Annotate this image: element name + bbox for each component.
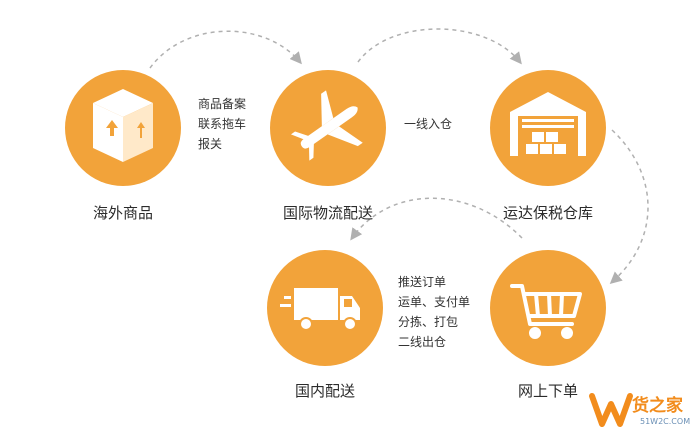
arrow-order-to-domestic bbox=[350, 197, 523, 241]
arrow-intl-to-bonded bbox=[357, 28, 522, 65]
watermark-url: 51W2C.COM bbox=[640, 417, 691, 426]
node-label-bonded: 运达保税仓库 bbox=[502, 204, 594, 222]
warehouse-icon bbox=[510, 92, 586, 156]
edge-label-line: 商品备案 bbox=[198, 97, 247, 111]
edge-label-e4: 推送订单 运单、支付单 分拣、打包 二线出仓 bbox=[398, 272, 470, 352]
edge-label-line: 推送订单 bbox=[398, 275, 447, 289]
node-intl bbox=[270, 70, 386, 186]
edge-label-line: 运单、支付单 bbox=[398, 295, 471, 309]
node-label-order: 网上下单 bbox=[517, 382, 579, 400]
watermark-logo: 货之家 51W2C.COM bbox=[588, 384, 698, 438]
arrow-overseas-to-intl bbox=[149, 30, 302, 69]
edge-label-line: 联系拖车 bbox=[198, 117, 247, 131]
shopping-cart-icon bbox=[510, 284, 582, 339]
edge-label-line: 分拣、打包 bbox=[398, 315, 459, 329]
package-icon bbox=[93, 89, 153, 162]
node-label-domestic: 国内配送 bbox=[294, 382, 356, 400]
edge-label-line: 报关 bbox=[198, 137, 223, 151]
watermark-text: 货之家 bbox=[632, 396, 683, 416]
node-label-overseas: 海外商品 bbox=[92, 204, 154, 222]
arrow-bonded-to-order bbox=[609, 129, 649, 284]
edge-label-line: 二线出仓 bbox=[398, 335, 447, 349]
edge-label-e2: 一线入仓 bbox=[404, 114, 452, 134]
node-order bbox=[490, 250, 606, 366]
edge-label-line: 一线入仓 bbox=[404, 117, 453, 131]
airplane-icon bbox=[290, 90, 363, 161]
edge-label-e1: 商品备案 联系拖车 报关 bbox=[198, 94, 246, 154]
node-overseas bbox=[65, 70, 181, 186]
node-domestic bbox=[267, 250, 383, 366]
node-bonded bbox=[490, 70, 606, 186]
watermark-w-icon bbox=[589, 393, 633, 427]
node-label-intl: 国际物流配送 bbox=[282, 204, 374, 222]
truck-icon bbox=[280, 288, 360, 331]
